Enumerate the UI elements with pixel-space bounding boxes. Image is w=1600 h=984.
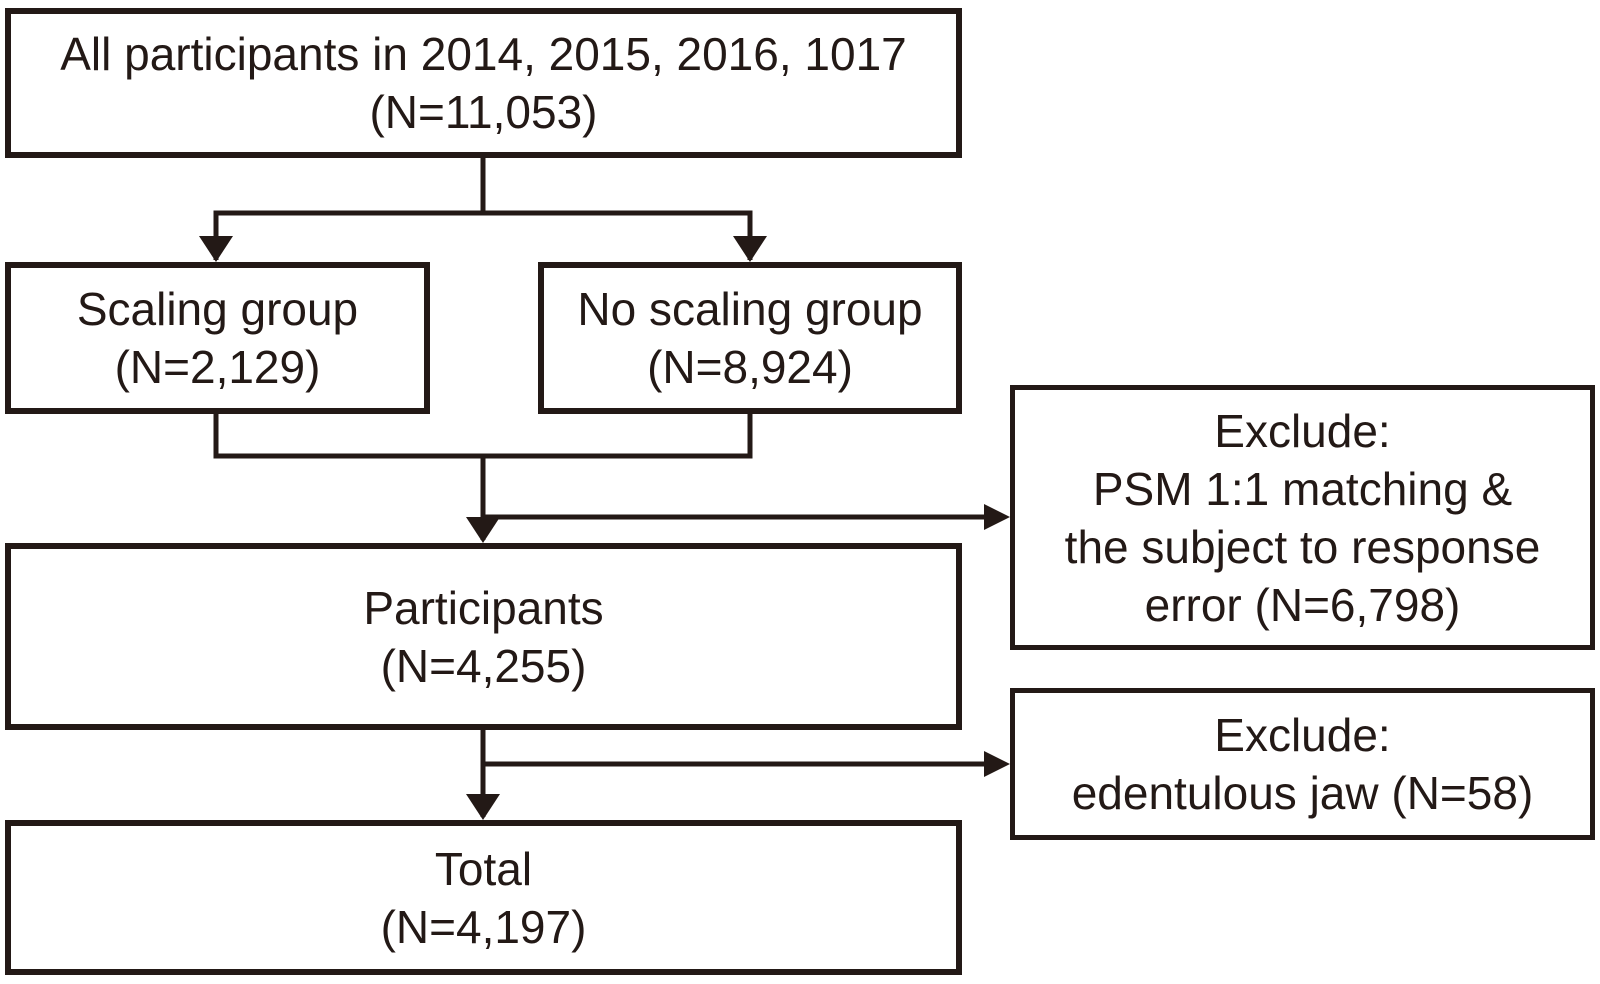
box-exclude-psm-line-3: the subject to response	[1064, 520, 1541, 573]
box-no-scaling-group-line-1: No scaling group	[577, 283, 923, 335]
box-participants: Participants (N=4,255)	[5, 543, 962, 730]
box-total-line-1: Total	[434, 842, 533, 895]
box-participants-line-2: (N=4,255)	[380, 639, 587, 692]
box-participants-line-1: Participants	[363, 581, 604, 634]
box-exclude-edentulous: Exclude: edentulous jaw (N=58)	[1010, 688, 1595, 840]
box-all-participants: All participants in 2014, 2015, 2016, 10…	[5, 8, 962, 158]
box-scaling-group-line-2: (N=2,129)	[114, 341, 321, 393]
arrowhead-right-exclude-psm-icon	[984, 504, 1010, 530]
box-exclude-psm-line-1: Exclude:	[1214, 404, 1391, 457]
arrowhead-right-exclude-edentulous-icon	[984, 751, 1010, 777]
box-exclude-psm-line-4: error (N=6,798)	[1144, 578, 1461, 631]
box-all-participants-line-1: All participants in 2014, 2015, 2016, 10…	[60, 28, 907, 80]
box-total-line-2: (N=4,197)	[380, 900, 587, 953]
box-all-participants-line-2: (N=11,053)	[369, 86, 598, 138]
box-scaling-group: Scaling group (N=2,129)	[5, 262, 430, 414]
box-no-scaling-group-line-2: (N=8,924)	[647, 341, 853, 393]
arrowhead-down-total-icon	[466, 794, 500, 820]
connector-top-branch	[213, 210, 753, 260]
box-exclude-psm-line-2: PSM 1:1 matching &	[1092, 462, 1513, 515]
box-exclude-edentulous-line-1: Exclude:	[1214, 709, 1391, 761]
box-no-scaling-group: No scaling group (N=8,924)	[538, 262, 962, 414]
arrowhead-down-scaling-icon	[199, 236, 233, 262]
arrowhead-down-no-scaling-icon	[733, 236, 767, 262]
connector-merge	[213, 412, 753, 459]
box-exclude-psm: Exclude: PSM 1:1 matching & the subject …	[1010, 385, 1595, 650]
box-scaling-group-line-1: Scaling group	[76, 283, 359, 335]
arrowhead-down-participants-icon	[466, 517, 500, 543]
box-total: Total (N=4,197)	[5, 820, 962, 975]
box-exclude-edentulous-line-2: edentulous jaw (N=58)	[1071, 767, 1534, 819]
